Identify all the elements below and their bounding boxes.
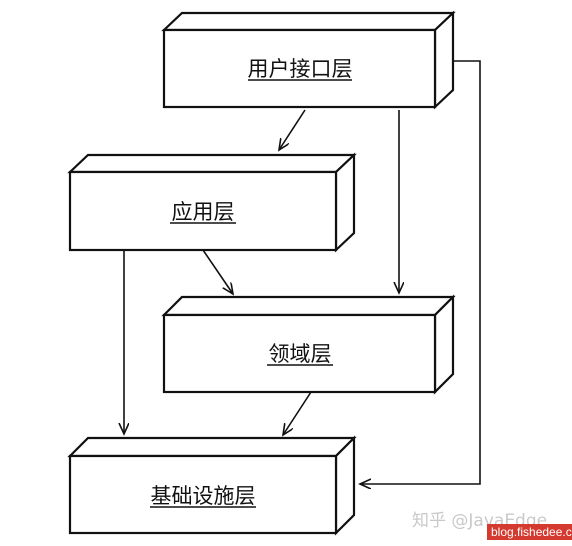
application-layer-box <box>67 152 357 253</box>
domain-layer-label: 领域层 <box>269 342 332 366</box>
infrastructure-layer-box <box>67 435 357 536</box>
user-interface-layer-box <box>161 10 456 110</box>
infrastructure-layer-label: 基础设施层 <box>151 484 256 508</box>
application-layer-label: 应用层 <box>172 200 235 224</box>
arrow-ui-to-infrastructure <box>360 60 481 484</box>
arrow-domain-to-infrastructure <box>283 391 312 435</box>
domain-layer-box <box>161 294 456 395</box>
blog-watermark-badge: blog.fishedee.com <box>487 524 572 540</box>
user-interface-layer-label: 用户接口层 <box>248 57 353 81</box>
arrow-application-to-domain <box>202 249 233 294</box>
arrow-ui-to-application <box>279 109 306 150</box>
